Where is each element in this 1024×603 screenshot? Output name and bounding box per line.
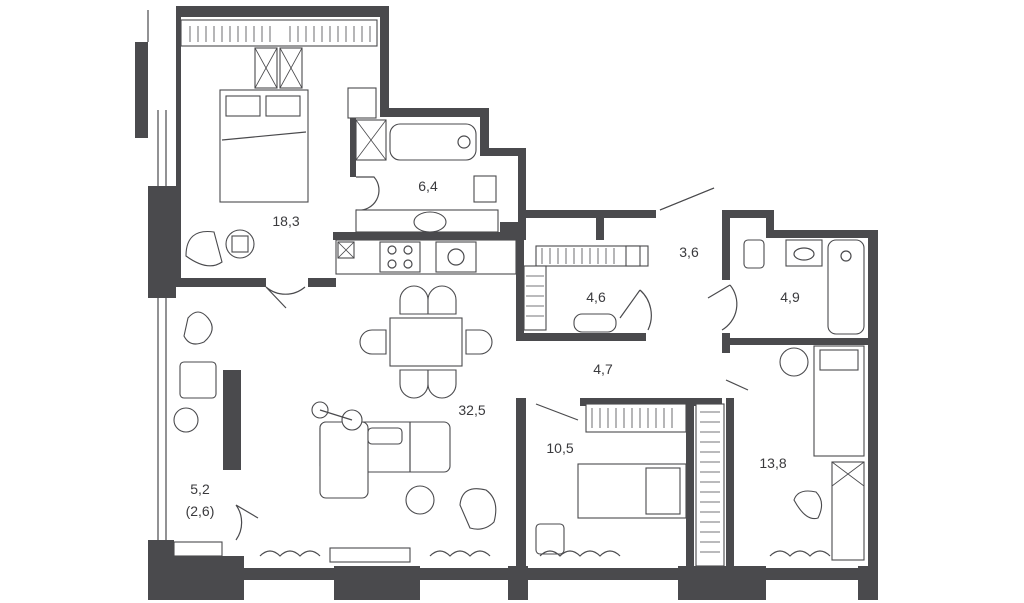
area-label-balcony: 5,2 [190,481,210,497]
area-labels: 18,3 6,4 3,6 4,6 4,9 4,7 32,5 10,5 13,8 … [186,178,800,519]
area-label-bedroom-3: 13,8 [759,455,786,471]
area-label-hall-1: 3,6 [679,244,699,260]
window-lines [147,10,858,575]
area-label-bathroom-2: 4,9 [780,289,800,305]
area-label-balcony-reduced: (2,6) [186,503,215,519]
area-label-bedroom-2: 10,5 [546,440,573,456]
area-label-hall-2: 4,7 [593,361,613,377]
area-label-living-kitchen: 32,5 [458,402,485,418]
area-label-bedroom-1: 18,3 [272,213,299,229]
area-label-bathroom-1: 6,4 [418,178,438,194]
area-label-wardrobe: 4,6 [586,289,606,305]
furniture [173,19,865,567]
